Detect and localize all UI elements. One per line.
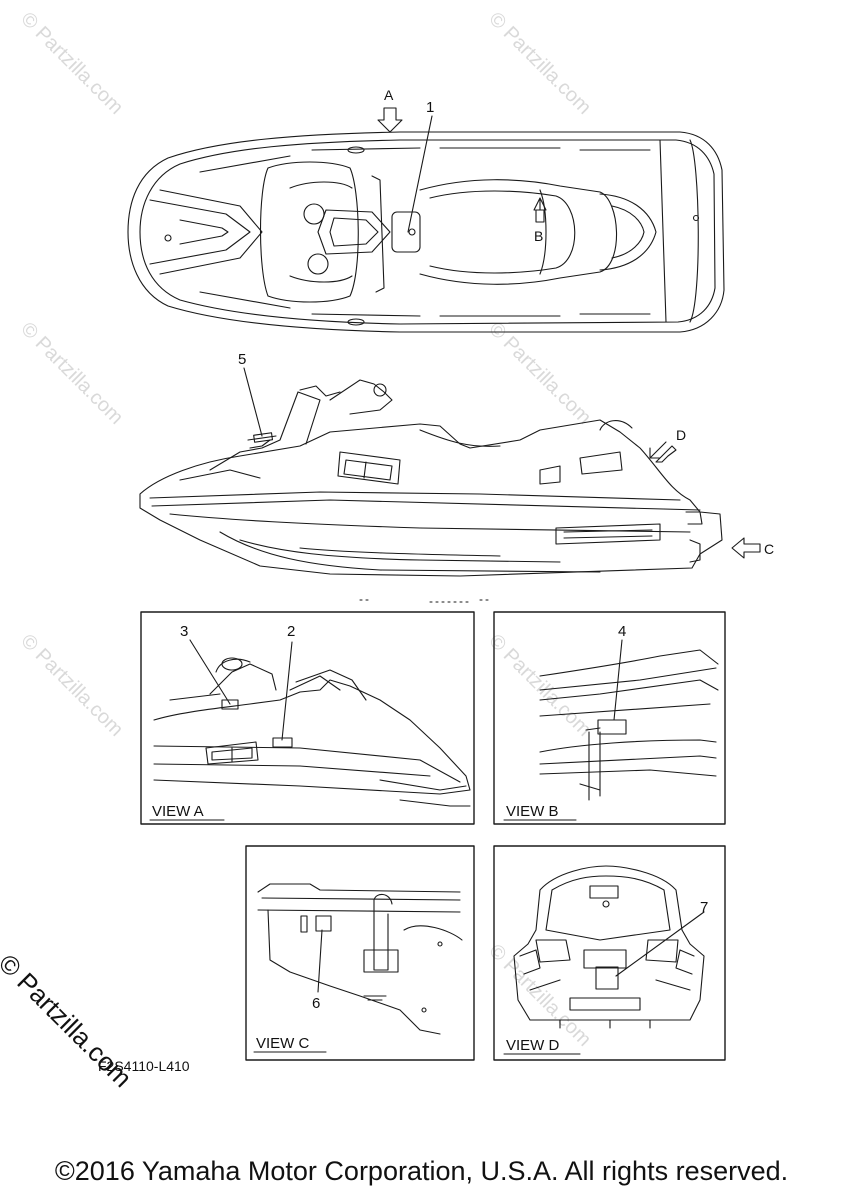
view-a-label: VIEW A	[152, 803, 204, 820]
view-b-arrow-label: B	[534, 228, 543, 244]
watercraft-top-view	[127, 131, 725, 333]
view-b-frame	[493, 611, 726, 825]
view-c-label: VIEW C	[256, 1035, 310, 1052]
callout-3: 3	[180, 623, 188, 640]
view-c-frame	[245, 845, 475, 1061]
callout-4-leader	[613, 639, 623, 721]
callout-2: 2	[287, 623, 295, 640]
watercraft-side-view	[139, 379, 723, 603]
part-code: F2S4110-L410	[98, 1058, 190, 1074]
view-a-frame	[140, 611, 475, 825]
view-c-arrow	[731, 537, 761, 559]
callout-1: 1	[426, 99, 434, 116]
copyright-footer: ©2016 Yamaha Motor Corporation, U.S.A. A…	[54, 1156, 789, 1186]
callout-2-leader	[281, 641, 293, 741]
view-b-arrow	[533, 197, 547, 223]
view-a-drawing	[153, 657, 471, 807]
view-d-arrow	[649, 441, 677, 463]
view-d-arrow-label: D	[676, 427, 686, 443]
view-c-drawing	[257, 883, 463, 1035]
callout-5-leader	[243, 367, 263, 437]
callout-7-leader	[615, 911, 705, 977]
callout-6-leader	[317, 929, 323, 993]
view-b-label: VIEW B	[506, 803, 559, 820]
callout-6: 6	[312, 995, 320, 1012]
callout-1-leader	[407, 115, 433, 233]
callout-4: 4	[618, 623, 626, 640]
view-d-label: VIEW D	[506, 1037, 560, 1054]
view-d-drawing	[513, 865, 705, 1029]
view-a-arrow-label: A	[384, 87, 394, 103]
view-d-frame	[493, 845, 726, 1061]
view-c-arrow-label: C	[764, 541, 774, 557]
view-a-arrow	[377, 107, 403, 133]
callout-7: 7	[700, 899, 708, 916]
callout-3-leader	[189, 639, 231, 705]
view-b-drawing	[539, 649, 719, 801]
callout-5: 5	[238, 351, 246, 368]
